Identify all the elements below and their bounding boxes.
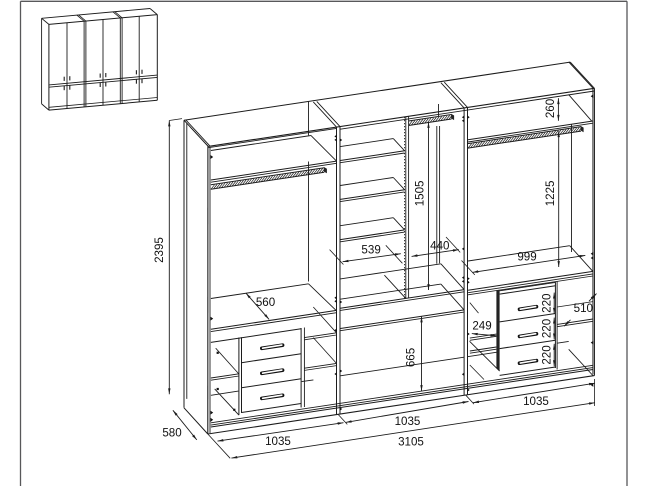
svg-text:440: 440 (430, 240, 449, 253)
svg-text:3105: 3105 (398, 436, 424, 449)
svg-text:539: 539 (361, 243, 380, 256)
svg-text:260: 260 (544, 99, 557, 118)
svg-text:2395: 2395 (153, 237, 166, 263)
svg-text:220: 220 (540, 345, 553, 364)
svg-text:510: 510 (574, 302, 593, 315)
svg-text:1505: 1505 (413, 181, 426, 207)
svg-text:1035: 1035 (395, 415, 421, 428)
svg-text:580: 580 (162, 427, 181, 440)
svg-text:1035: 1035 (265, 435, 291, 448)
svg-text:560: 560 (256, 296, 275, 309)
svg-text:1225: 1225 (544, 181, 557, 207)
svg-text:249: 249 (472, 319, 491, 332)
svg-text:1035: 1035 (523, 395, 549, 408)
svg-text:220: 220 (540, 319, 553, 338)
svg-text:665: 665 (405, 348, 418, 367)
svg-text:999: 999 (517, 251, 536, 264)
svg-text:220: 220 (540, 294, 553, 313)
